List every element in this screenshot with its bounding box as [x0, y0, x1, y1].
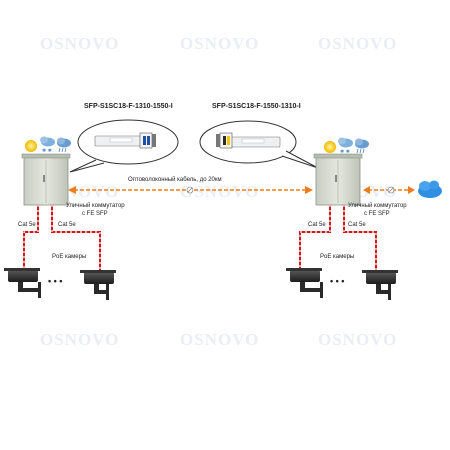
- switch-label-right-line1: Уличный коммутатор: [348, 203, 407, 209]
- fiber-connector-icon: [387, 186, 395, 194]
- sfp-module-icon: [94, 132, 156, 149]
- svg-text:✱ ✱: ✱ ✱: [42, 148, 53, 154]
- switch-label-left-line2: с FE SFP: [82, 211, 108, 217]
- cable-label: Cat 5e: [348, 222, 366, 228]
- camera-icon: [4, 268, 41, 298]
- sfp-model-label-right: SFP-S1SC18-F-1550-1310-I: [212, 103, 301, 110]
- cable-label: Cat 5e: [308, 222, 326, 228]
- fiber-link-label: Оптоволоконный кабель, до 20км: [128, 177, 222, 183]
- camera-icon: [286, 268, 323, 298]
- uplink-link: [363, 186, 415, 194]
- cat5e-cables-left: [23, 205, 101, 272]
- snow-cloud-icon: ✱ ✱: [40, 136, 55, 154]
- sun-icon: [25, 140, 37, 152]
- watermark: OSNOVO: [180, 182, 260, 201]
- more-cameras-ellipsis: • • •: [48, 276, 63, 286]
- more-cameras-ellipsis: • • •: [330, 276, 345, 286]
- cable-label: Cat 5e: [18, 222, 36, 228]
- svg-text:✱ ✱: ✱ ✱: [340, 149, 351, 155]
- watermark: OSNOVO: [180, 34, 260, 53]
- fiber-connector-icon: [186, 186, 194, 194]
- cameras-label-left: PoE камеры: [52, 254, 87, 260]
- sfp-callout-left: [69, 119, 179, 173]
- watermark: OSNOVO: [180, 330, 260, 349]
- cable-label: Cat 5e: [58, 222, 76, 228]
- sun-icon: [324, 141, 336, 153]
- sfp-model-label-left: SFP-S1SC18-F-1310-1550-I: [84, 103, 173, 110]
- sfp-module-icon: [216, 132, 281, 149]
- rain-cloud-icon: [57, 137, 71, 153]
- outdoor-switch-cabinet-left: [21, 153, 71, 206]
- weather-icons-right: ✱ ✱: [324, 137, 369, 155]
- weather-icons-left: ✱ ✱: [25, 136, 71, 154]
- watermark: OSNOVO: [40, 330, 120, 349]
- watermark: OSNOVO: [318, 34, 398, 53]
- rain-cloud-icon: [355, 138, 369, 154]
- watermark: OSNOVO: [318, 330, 398, 349]
- fiber-link: [68, 186, 313, 194]
- camera-icon: [362, 270, 398, 300]
- cat5e-cables-right: [299, 205, 377, 272]
- switch-label-left-line1: Уличный коммутатор: [66, 203, 125, 209]
- watermark: OSNOVO: [40, 34, 120, 53]
- snow-cloud-icon: ✱ ✱: [338, 137, 353, 155]
- sfp-callout-right: [199, 120, 319, 169]
- internet-cloud-icon: [418, 180, 442, 198]
- cameras-label-right: PoE камеры: [320, 254, 355, 260]
- camera-icon: [80, 270, 116, 300]
- switch-label-right-line2: с FE SFP: [364, 211, 390, 217]
- outdoor-switch-cabinet-right: [313, 153, 363, 206]
